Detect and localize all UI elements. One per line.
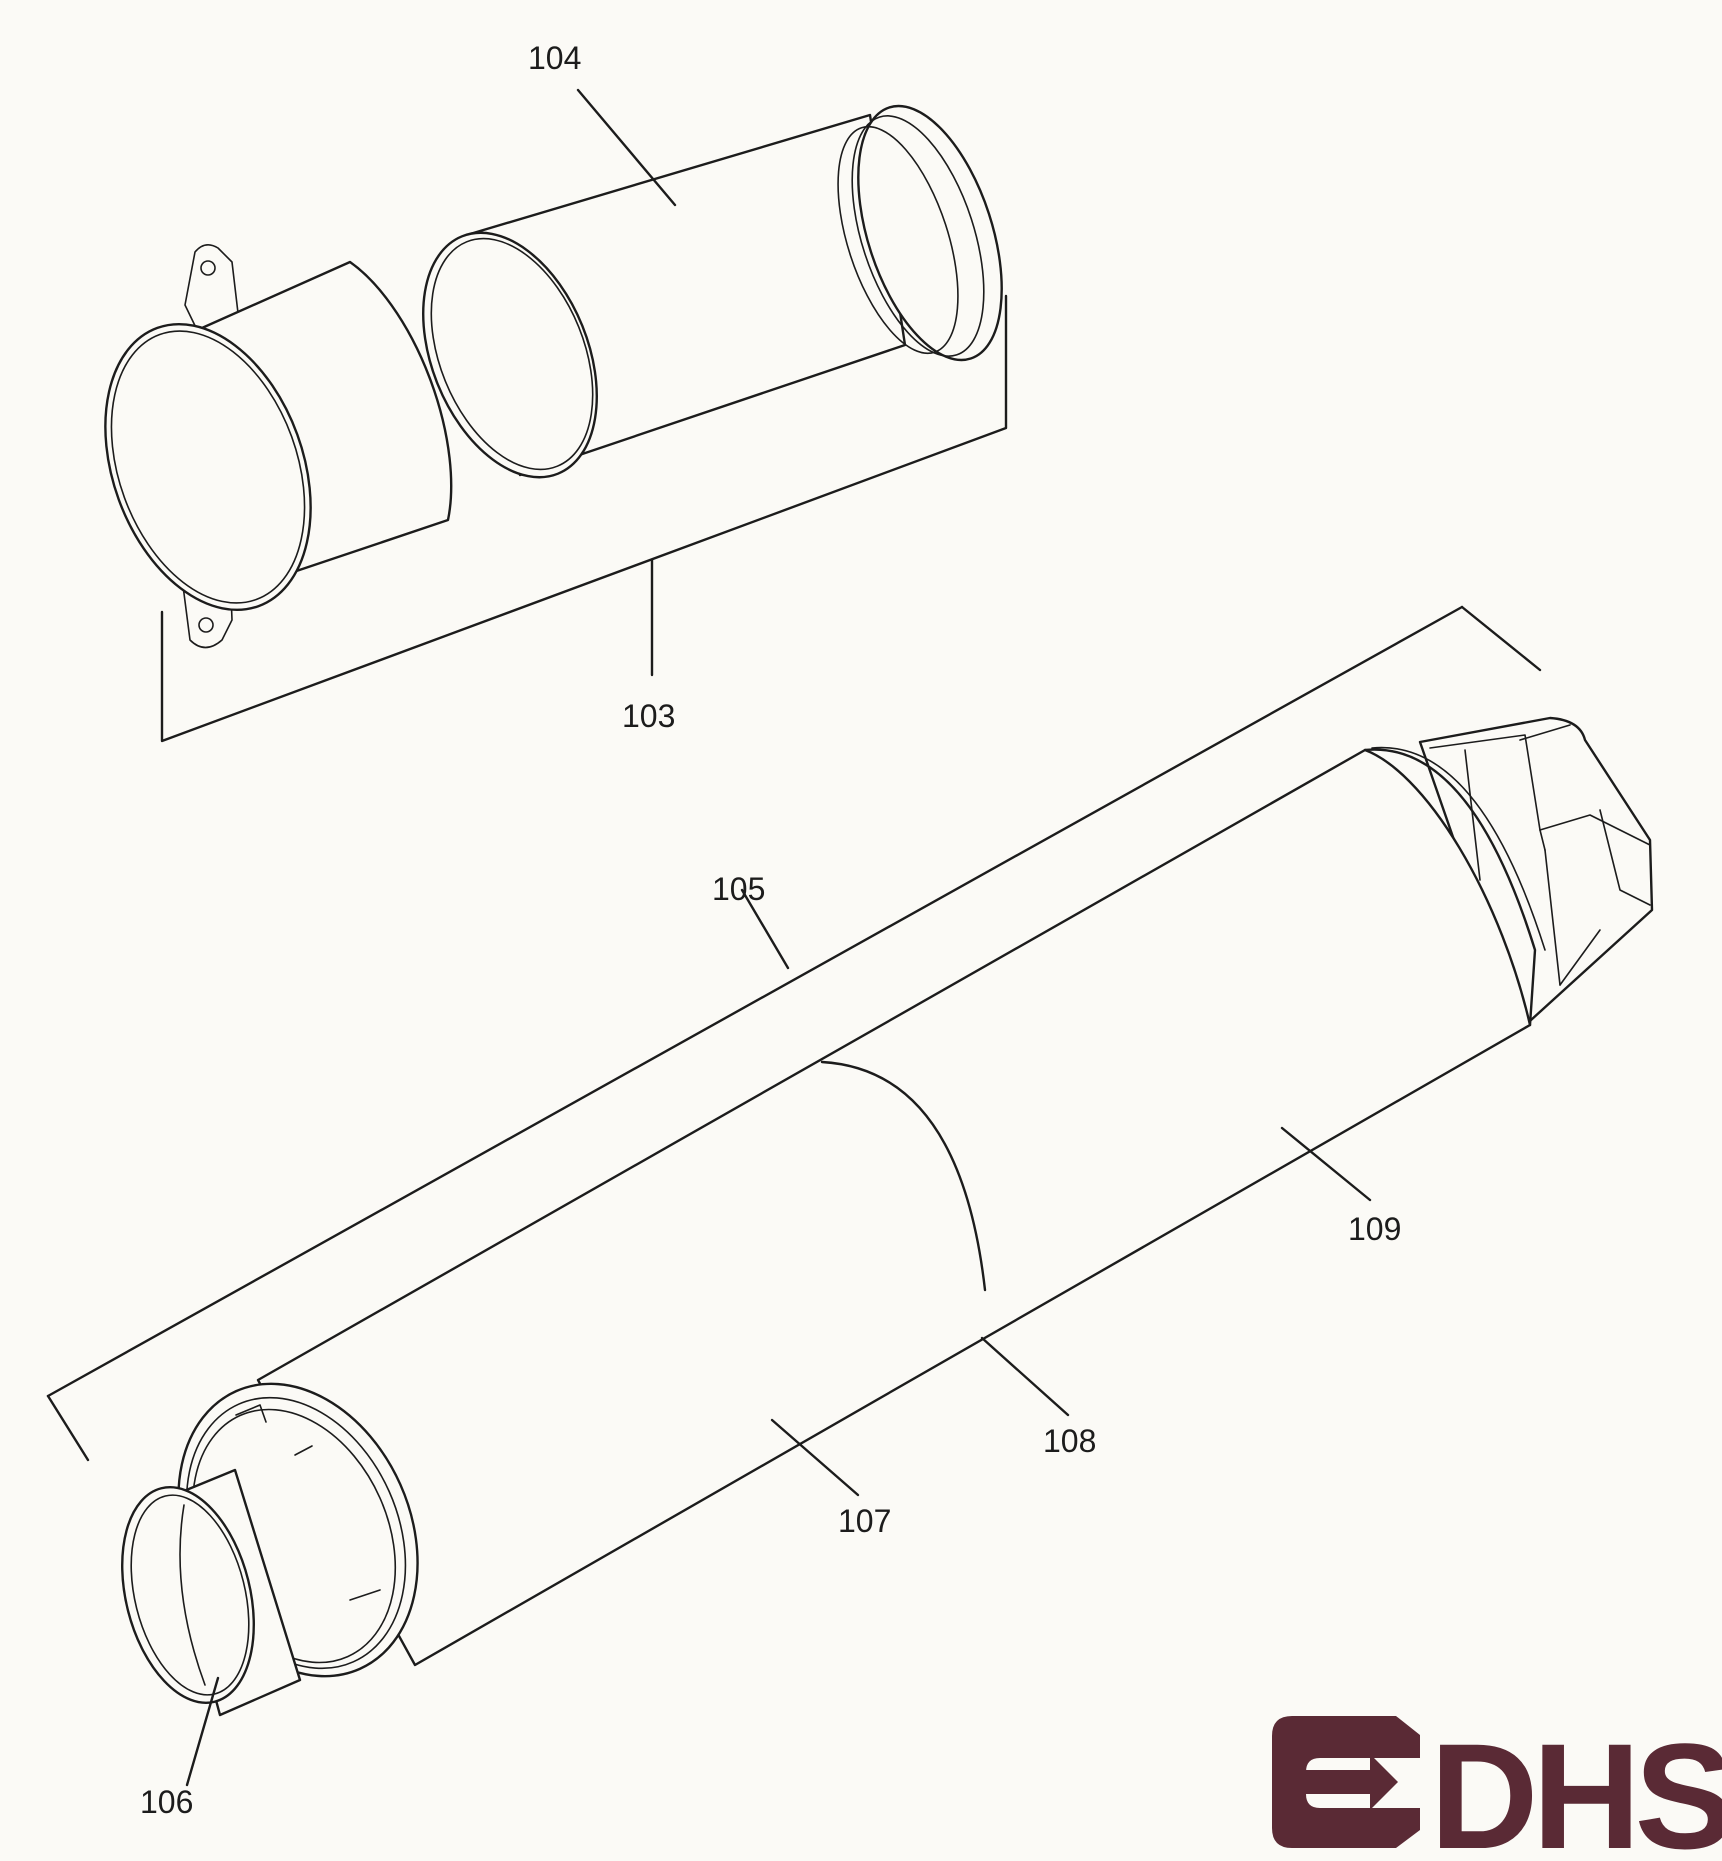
muffler-part: [121, 716, 1654, 1717]
callout-109: 109: [1348, 1211, 1402, 1247]
logo-text: DHS: [1430, 1712, 1722, 1861]
bracket-103: [160, 294, 1008, 743]
callout-108: 108: [1043, 1423, 1097, 1459]
leader-104: [576, 88, 677, 207]
dhs-logo: DHS: [1272, 1712, 1722, 1861]
callout-107: 107: [838, 1503, 892, 1539]
leader-105: [740, 888, 790, 970]
leader-108: [980, 1336, 1070, 1417]
leader-106: [185, 1676, 220, 1787]
leader-107: [770, 1418, 860, 1497]
cap-part: [104, 244, 453, 649]
bracket-105: [46, 605, 1464, 1398]
filter-element-part: [422, 104, 1003, 479]
callout-106: 106: [140, 1784, 194, 1820]
leader-109: [1280, 1126, 1372, 1202]
callout-104: 104: [528, 40, 582, 76]
callout-105: 105: [712, 871, 766, 907]
callout-103: 103: [622, 698, 676, 734]
